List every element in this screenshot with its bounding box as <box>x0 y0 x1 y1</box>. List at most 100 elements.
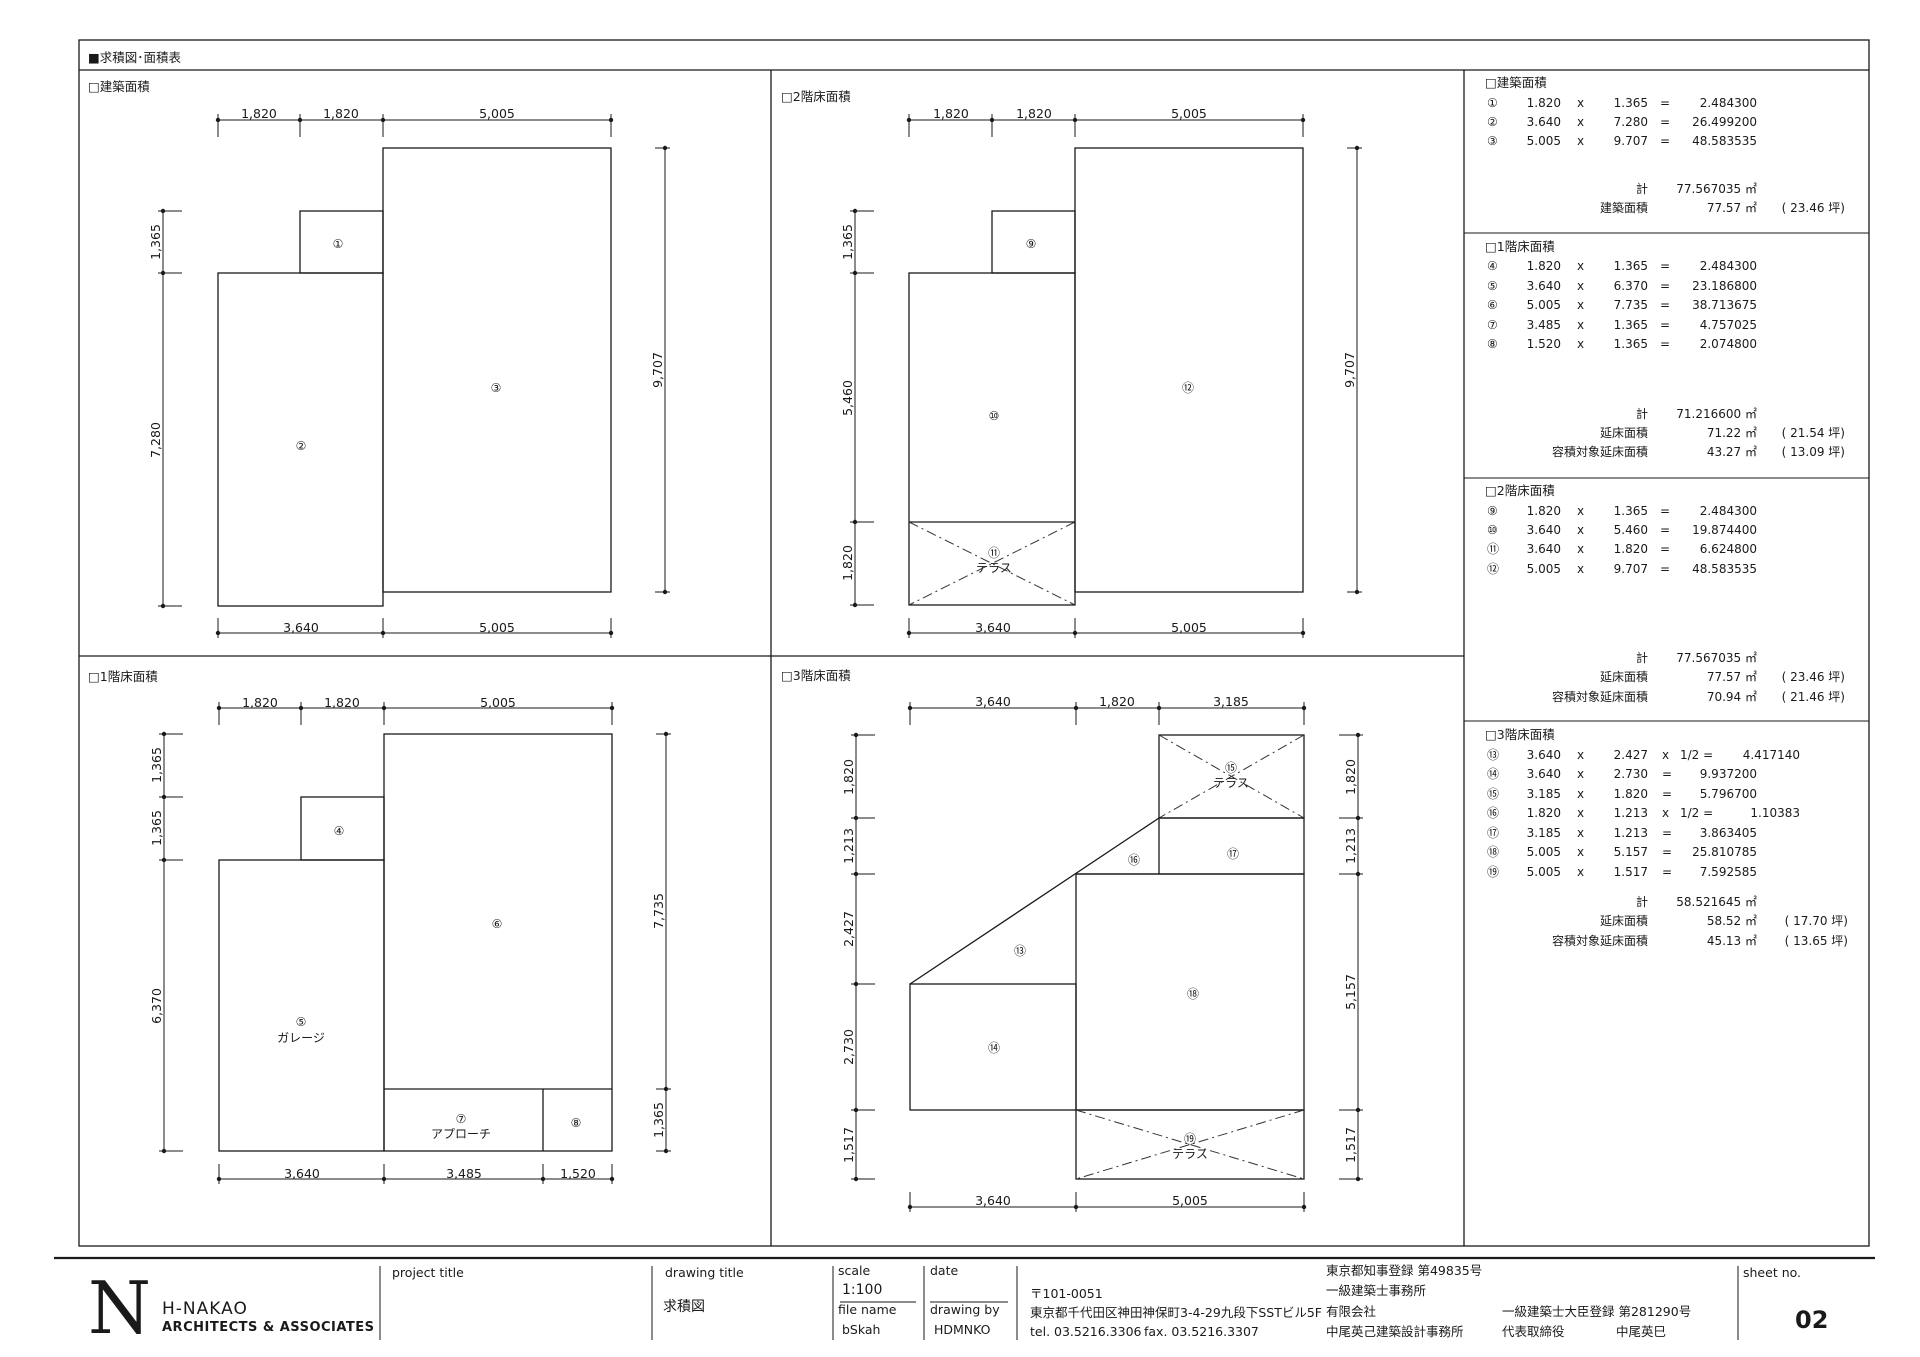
svg-text:9.707: 9.707 <box>1614 562 1648 576</box>
dim-right-3: 5,157 <box>1343 974 1358 1010</box>
svg-text:x: x <box>1577 806 1584 820</box>
svg-text:48.583535: 48.583535 <box>1692 562 1757 576</box>
svg-text:x: x <box>1577 279 1584 293</box>
svg-text:5.796700: 5.796700 <box>1700 787 1757 801</box>
logo-line1: H-NAKAO <box>162 1299 248 1319</box>
dim-left-1: 1,820 <box>841 759 856 795</box>
total-label: 計 <box>1636 181 1648 196</box>
svg-text:⑤: ⑤ <box>1487 279 1498 293</box>
panel-title-floor1: □1階床面積 <box>88 669 158 684</box>
svg-text:3.640: 3.640 <box>1527 748 1561 762</box>
svg-text:5.005: 5.005 <box>1527 845 1561 859</box>
project-title-label: project title <box>392 1265 464 1280</box>
dim-left-3: 1,820 <box>840 545 855 581</box>
dim-left-2: 7,280 <box>148 422 163 458</box>
svg-text:=: = <box>1662 787 1672 801</box>
svg-text:1.520: 1.520 <box>1527 337 1561 351</box>
file-name: bSkah <box>842 1322 880 1337</box>
area-6 <box>383 733 613 1152</box>
registration-4: 中尾英己建築設計事務所 <box>1326 1324 1464 1339</box>
svg-text:1.213: 1.213 <box>1614 826 1648 840</box>
svg-text:x: x <box>1577 504 1584 518</box>
svg-text:5.005: 5.005 <box>1527 865 1561 879</box>
svg-text:3.640: 3.640 <box>1527 542 1561 556</box>
title-block: N H-NAKAO ARCHITECTS & ASSOCIATES projec… <box>54 1256 1875 1350</box>
summary-label: 延床面積 <box>1600 669 1648 684</box>
dim-top-1: 1,820 <box>933 106 969 121</box>
panel-title-floor3: □3階床面積 <box>781 668 851 683</box>
dim-bottom-3: 1,520 <box>560 1166 596 1181</box>
diagonal-edge <box>909 817 1160 985</box>
svg-text:⑭: ⑭ <box>1487 767 1499 781</box>
file-name-label: file name <box>838 1302 897 1317</box>
dim-bottom-2: 5,005 <box>1172 1193 1208 1208</box>
svg-text:2.730: 2.730 <box>1614 767 1648 781</box>
svg-text:1.365: 1.365 <box>1614 318 1648 332</box>
dim-bottom-1: 3,640 <box>284 1166 320 1181</box>
dim-left-4: 2,730 <box>841 1029 856 1065</box>
firm-logo: N H-NAKAO ARCHITECTS & ASSOCIATES <box>88 1266 374 1350</box>
summary2-value: 45.13 ㎡ <box>1707 934 1757 948</box>
svg-text:5.005: 5.005 <box>1527 134 1561 148</box>
scale-value: 1:100 <box>842 1282 882 1298</box>
mark-11: ⑪ <box>988 546 1000 560</box>
svg-text:9.937200: 9.937200 <box>1700 767 1757 781</box>
svg-text:x: x <box>1577 523 1584 537</box>
svg-text:⑯: ⑯ <box>1487 806 1499 820</box>
postal-code: 〒101-0051 <box>1030 1286 1103 1301</box>
dim-bottom-1: 3,640 <box>975 620 1011 635</box>
drawing-title: 求積図 <box>663 1299 705 1315</box>
svg-text:=: = <box>1660 259 1670 273</box>
dim-right-2: 1,365 <box>651 1102 666 1138</box>
sheet-no: 02 <box>1795 1306 1828 1334</box>
dim-left-3: 6,370 <box>149 988 164 1024</box>
svg-text:7.592585: 7.592585 <box>1700 865 1757 879</box>
svg-text:=: = <box>1660 318 1670 332</box>
dim-right-1: 7,735 <box>651 893 666 929</box>
summary-tsubo: ( 21.54 坪) <box>1782 426 1845 440</box>
sheet-header: ■求積図･面積表 <box>88 50 182 65</box>
garage-label: ガレージ <box>277 1031 325 1045</box>
table-row: ⑩ 3.640 x 5.460 = 19.874400 <box>1487 523 1757 537</box>
svg-text:7.280: 7.280 <box>1614 115 1648 129</box>
svg-text:x: x <box>1662 748 1669 762</box>
dim-top-2: 1,820 <box>1099 694 1135 709</box>
svg-text:1.820: 1.820 <box>1614 787 1648 801</box>
address: 東京都千代田区神田神保町3-4-29九段下SSTビル5F <box>1030 1305 1322 1320</box>
svg-text:=: = <box>1662 865 1672 879</box>
terrace-label-3f-top: テラス <box>1213 776 1249 790</box>
svg-text:1/2 =: 1/2 = <box>1680 748 1713 762</box>
panel-title-building: □建築面積 <box>88 79 150 94</box>
svg-text:④: ④ <box>1487 259 1498 273</box>
registration-7: 中尾英巳 <box>1616 1324 1666 1339</box>
svg-text:3.640: 3.640 <box>1527 767 1561 781</box>
dim-right-1: 1,820 <box>1343 759 1358 795</box>
svg-text:⑧: ⑧ <box>1487 337 1498 351</box>
svg-text:7.735: 7.735 <box>1614 298 1648 312</box>
summary2-value: 43.27 ㎡ <box>1707 445 1757 459</box>
table-row: ⑫ 5.005 x 9.707 = 48.583535 <box>1487 562 1757 576</box>
svg-text:⑪: ⑪ <box>1487 542 1499 556</box>
svg-text:=: = <box>1660 504 1670 518</box>
svg-text:=: = <box>1660 134 1670 148</box>
svg-text:x: x <box>1577 845 1584 859</box>
registration-5: 一級建築士大臣登録 第281290号 <box>1502 1304 1691 1319</box>
mark-16: ⑯ <box>1128 853 1140 867</box>
dim-top-1: 1,820 <box>241 106 277 121</box>
svg-text:1/2 =: 1/2 = <box>1680 806 1713 820</box>
svg-text:1.820: 1.820 <box>1527 806 1561 820</box>
dim-right-1: 9,707 <box>1342 352 1357 388</box>
svg-text:2.484300: 2.484300 <box>1700 259 1757 273</box>
logo-letter: N <box>88 1266 151 1350</box>
svg-text:x: x <box>1577 748 1584 762</box>
table-row: ① 1.820 x 1.365 = 2.484300 <box>1487 96 1757 110</box>
registration-2: 一級建築士事務所 <box>1326 1283 1426 1298</box>
total-label: 計 <box>1636 406 1648 421</box>
table-building: □建築面積 ① 1.820 x 1.365 = 2.484300 ② 3.640… <box>1485 75 1845 215</box>
sheet-frame <box>78 39 1870 1247</box>
svg-text:3.185: 3.185 <box>1527 826 1561 840</box>
summary-tsubo: ( 23.46 坪) <box>1782 670 1845 684</box>
table-title: □建築面積 <box>1485 75 1547 90</box>
svg-text:1.365: 1.365 <box>1614 504 1648 518</box>
drawing-by: HDMNKO <box>934 1322 991 1337</box>
